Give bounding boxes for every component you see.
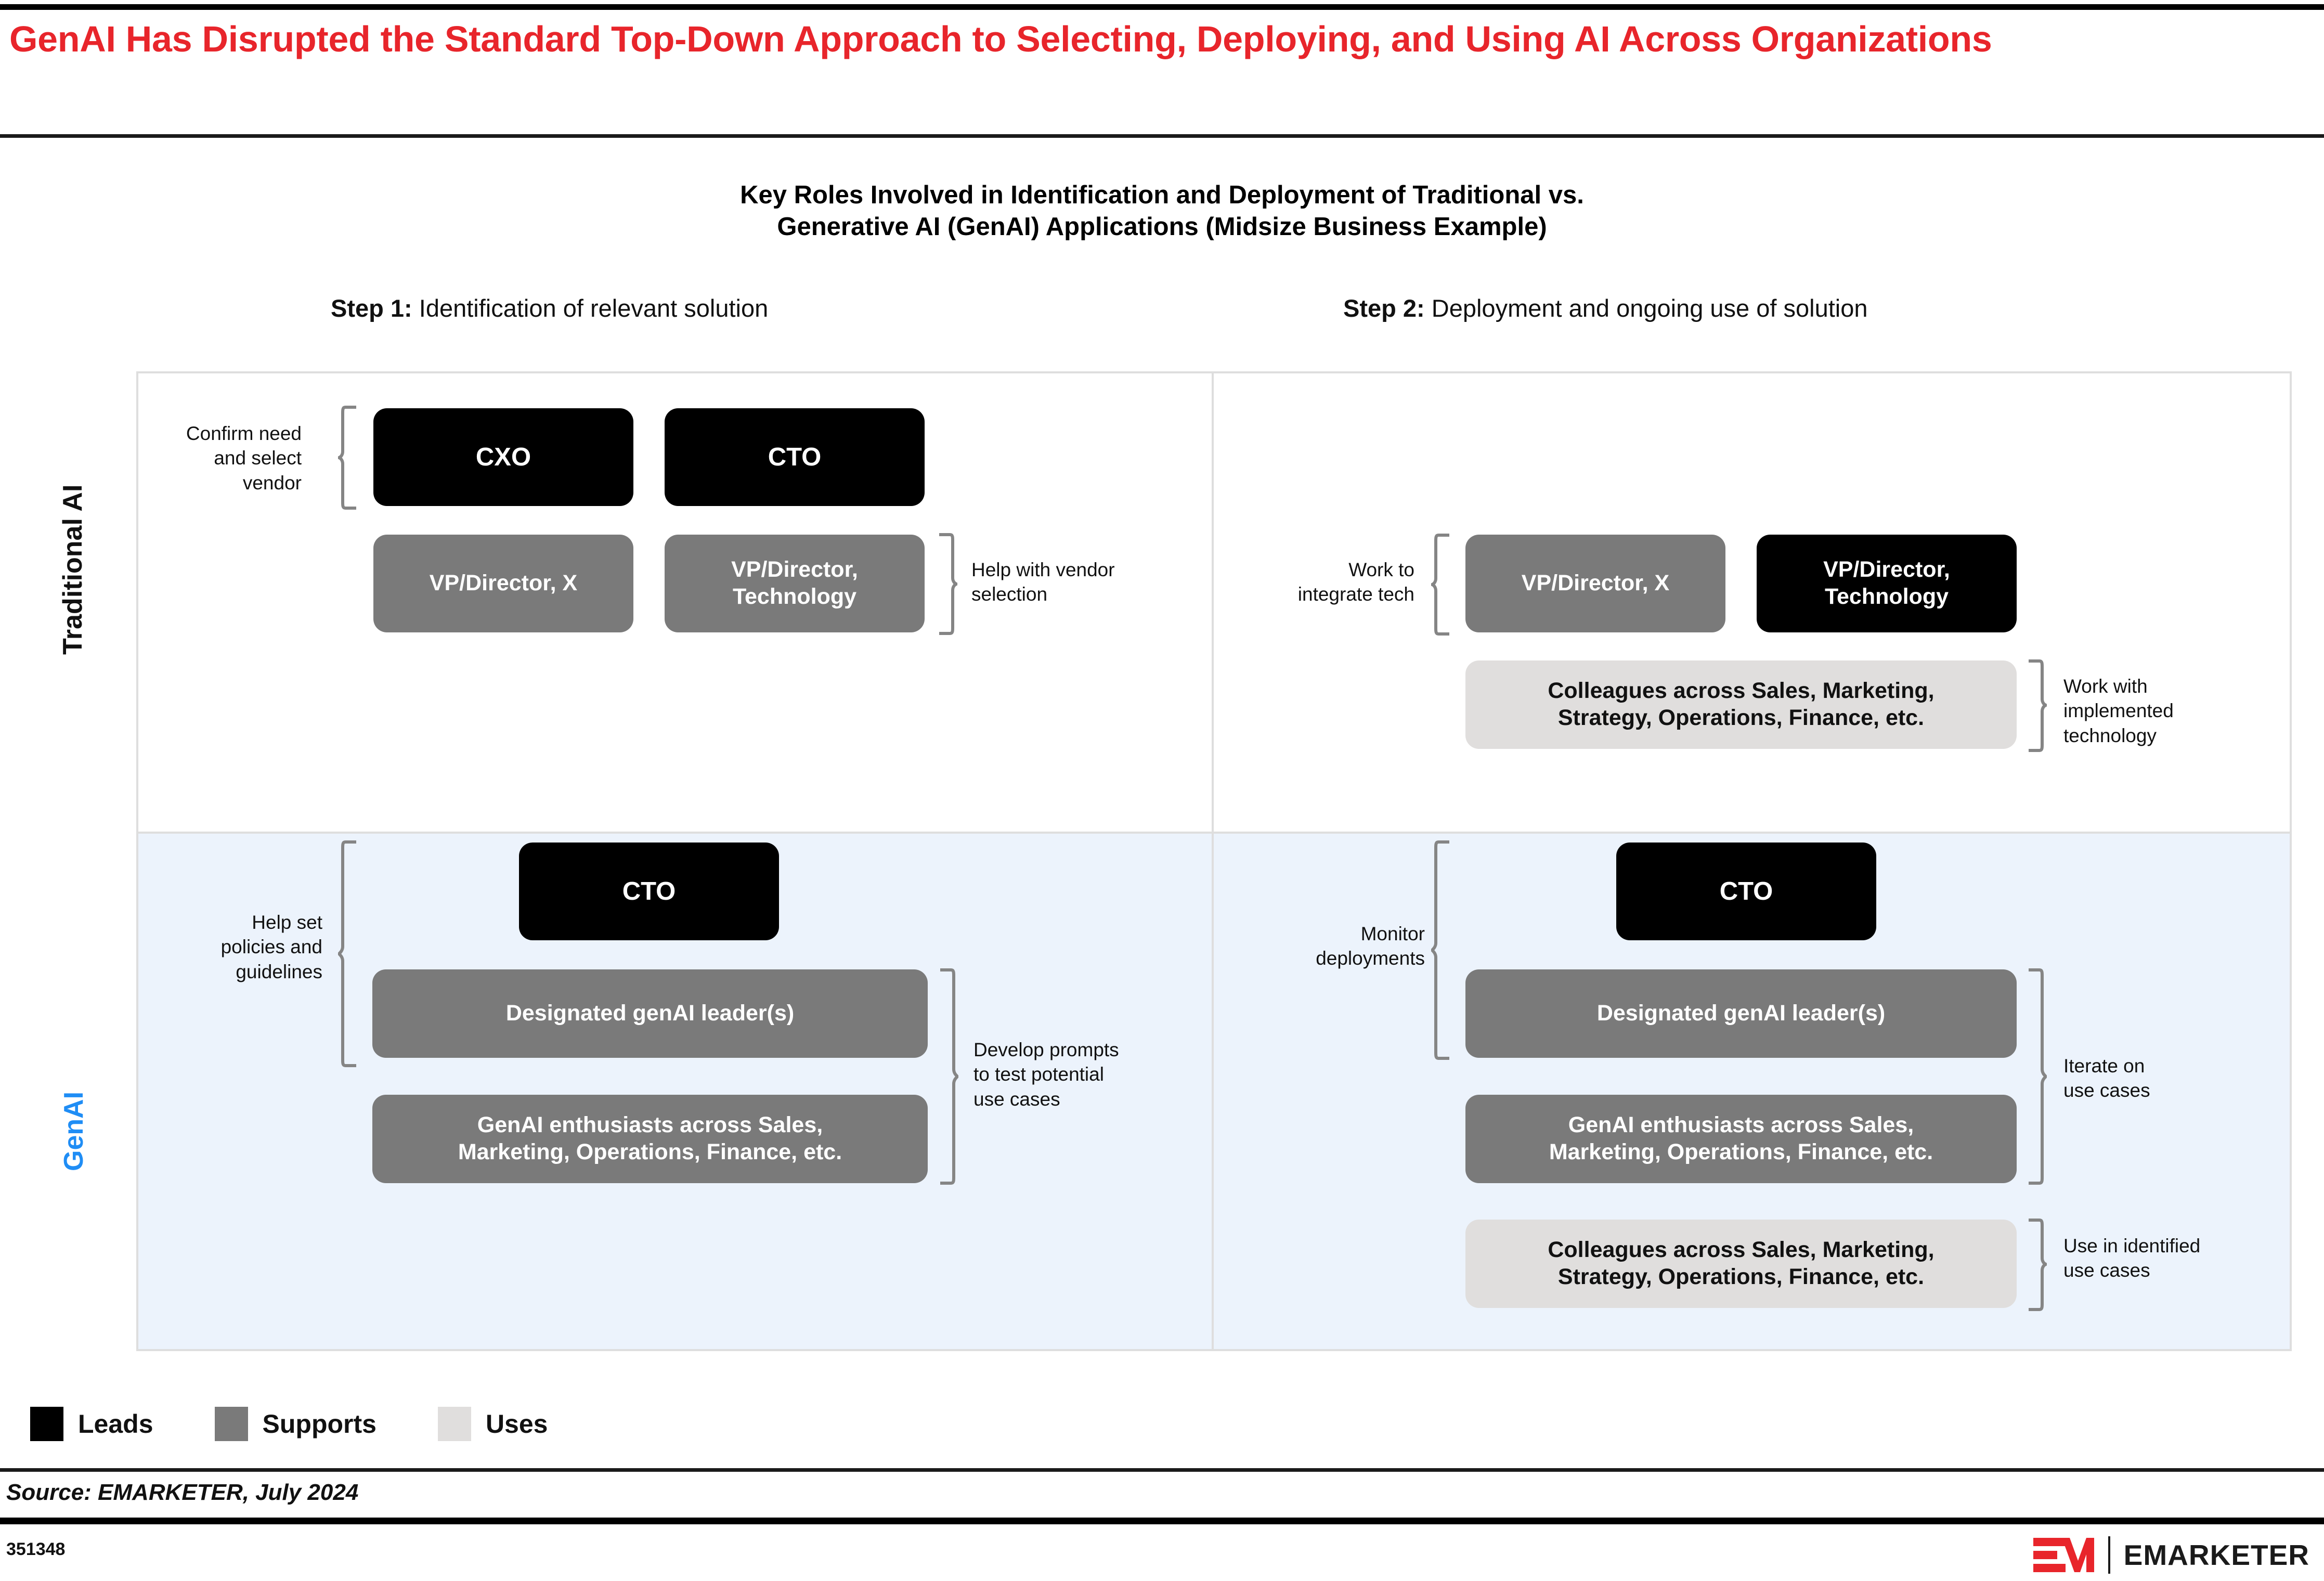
caption-confirm-need-select-vendor: Confirm need and select vendor (186, 423, 302, 494)
legend-swatch-supports (214, 1407, 248, 1441)
source-top-rule (0, 1468, 2324, 1472)
matrix-panel (136, 371, 2292, 1351)
title-bottom-rule (0, 134, 2324, 138)
role-box-colleagues-t2[interactable]: Colleagues across Sales, Marketing, Stra… (1465, 660, 2017, 749)
legend: Leads Supports Uses (30, 1404, 609, 1444)
role-box-designated-genai-leader-g1[interactable]: Designated genAI leader(s) (372, 969, 928, 1058)
legend-swatch-uses (437, 1407, 471, 1441)
page-title: GenAI Has Disrupted the Standard Top-Dow… (9, 19, 1992, 59)
emarketer-wordmark: EMARKETER (2123, 1539, 2309, 1571)
brace-work-with-implemented-technology (2028, 659, 2047, 752)
brace-use-in-identified-use-cases (2028, 1219, 2047, 1311)
caption-iterate-on-use-cases: Iterate on use cases (2063, 1055, 2150, 1101)
role-box-designated-genai-leader-g2[interactable]: Designated genAI leader(s) (1465, 969, 2017, 1058)
subtitle-line-2: Generative AI (GenAI) Applications (Mids… (777, 213, 1547, 241)
role-box-vp-director-technology-t2[interactable]: VP/Director, Technology (1757, 535, 2017, 632)
caption-help-set-policies: Help set policies and guidelines (220, 912, 322, 982)
legend-item-supports: Supports (214, 1407, 376, 1441)
brace-confirm-need (338, 406, 357, 510)
caption-develop-prompts: Develop prompts to test potential use ca… (973, 1039, 1119, 1110)
role-box-cto-g1[interactable]: CTO (519, 843, 779, 940)
role-box-genai-enthusiasts-g1[interactable]: GenAI enthusiasts across Sales, Marketin… (372, 1095, 928, 1183)
caption-work-to-integrate-tech: Work to integrate tech (1297, 559, 1414, 605)
step-2-header: Step 2: Deployment and ongoing use of so… (1343, 294, 1868, 322)
step-1-header: Step 1: Identification of relevant solut… (331, 294, 768, 322)
brace-develop-prompts (940, 968, 958, 1185)
brace-help-with-vendor-selection (939, 533, 957, 635)
legend-item-leads: Leads (30, 1407, 153, 1441)
caption-monitor-deployments: Monitor deployments (1316, 923, 1425, 969)
emarketer-logo: EMARKETER (2033, 1535, 2309, 1575)
legend-label-uses: Uses (485, 1409, 548, 1439)
brace-help-set-policies (338, 840, 357, 1067)
logo-divider (2108, 1536, 2110, 1574)
chart-id: 351348 (6, 1539, 66, 1559)
step-2-text: Deployment and ongoing use of solution (1424, 294, 1868, 322)
caption-use-in-identified-use-cases: Use in identified use cases (2063, 1235, 2201, 1281)
brace-monitor-deployments (1431, 840, 1450, 1060)
row-label-genai: GenAI (59, 1091, 89, 1171)
role-box-genai-enthusiasts-g2[interactable]: GenAI enthusiasts across Sales, Marketin… (1465, 1095, 2017, 1183)
step-1-text: Identification of relevant solution (412, 294, 769, 322)
role-box-cto-t1[interactable]: CTO (665, 408, 925, 506)
source-bottom-rule (0, 1518, 2324, 1524)
caption-help-with-vendor-selection: Help with vendor selection (971, 559, 1115, 605)
brace-work-to-integrate-tech (1431, 534, 1450, 636)
step-1-label: Step 1: (331, 294, 412, 322)
role-box-vp-director-x-t2[interactable]: VP/Director, X (1465, 535, 1725, 632)
step-2-label: Step 2: (1343, 294, 1425, 322)
subtitle-line-1: Key Roles Involved in Identification and… (740, 181, 1584, 209)
role-box-colleagues-g2[interactable]: Colleagues across Sales, Marketing, Stra… (1465, 1220, 2017, 1308)
legend-swatch-leads (30, 1407, 63, 1441)
legend-item-uses: Uses (437, 1407, 548, 1441)
quadrant-traditional-step2 (1214, 373, 2290, 834)
legend-label-leads: Leads (78, 1409, 153, 1439)
em-mark-icon (2033, 1536, 2095, 1574)
role-box-vp-director-technology-t1[interactable]: VP/Director, Technology (665, 535, 925, 632)
row-label-traditional-ai: Traditional AI (58, 484, 88, 655)
brace-iterate-on-use-cases (2028, 968, 2047, 1185)
top-rule (0, 4, 2324, 10)
role-box-cto-g2[interactable]: CTO (1616, 843, 1876, 940)
chart-subtitle: Key Roles Involved in Identification and… (0, 179, 2324, 243)
caption-work-with-implemented-technology: Work with implemented technology (2063, 676, 2174, 746)
role-box-cxo-t1[interactable]: CXO (373, 408, 633, 506)
legend-label-supports: Supports (262, 1409, 376, 1439)
role-box-vp-director-x-t1[interactable]: VP/Director, X (373, 535, 633, 632)
source-note: Source: EMARKETER, July 2024 (6, 1480, 359, 1505)
